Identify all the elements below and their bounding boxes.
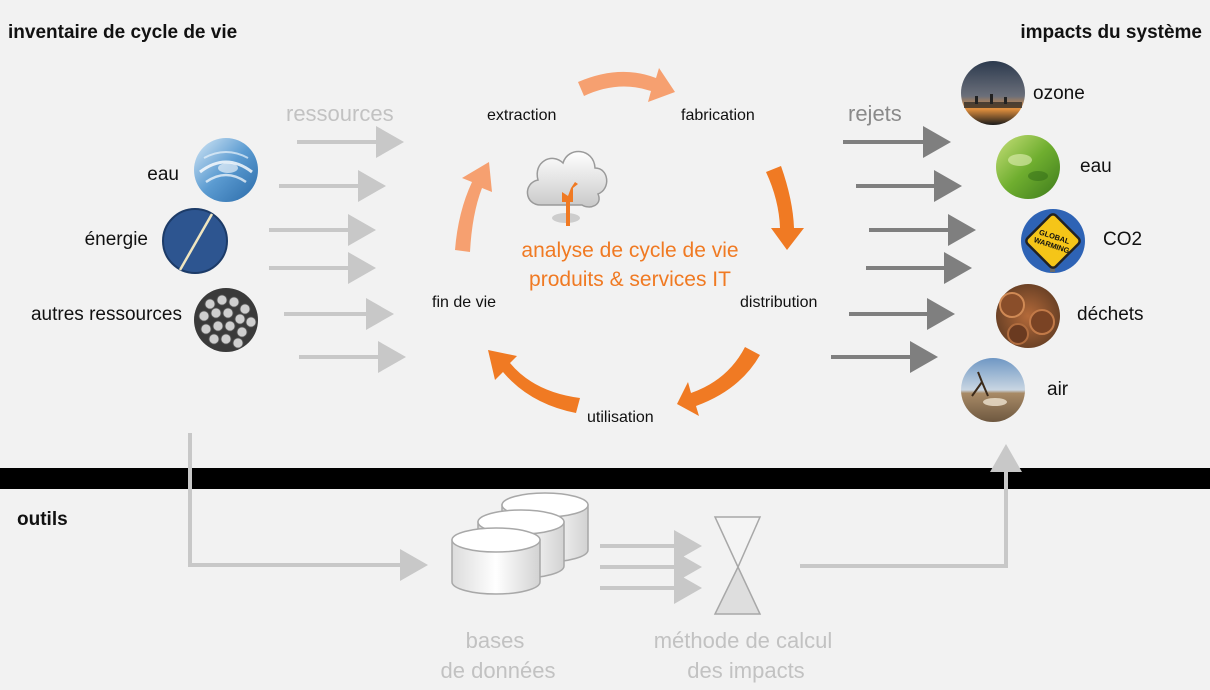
solar-panel-icon [162, 208, 228, 274]
method-to-impacts-connector [800, 444, 1022, 568]
arrow-extraction-to-fabrication [578, 68, 675, 102]
impact-label-ozone: ozone [1033, 83, 1085, 104]
arrow-fabrication-to-distribution [766, 166, 804, 250]
global-warming-sign-icon: GLOBAL WARMING [1021, 209, 1085, 273]
method-label-line1: méthode de calcul [654, 628, 833, 653]
impact-label-waste: déchets [1077, 304, 1144, 325]
arrow-end-of-life-to-extraction [455, 162, 492, 252]
center-title-line1: analyse de cycle de vie [521, 239, 738, 262]
databases-label-line1: bases [466, 628, 525, 653]
air-landscape-icon [961, 358, 1025, 422]
stage-extraction: extraction [487, 107, 556, 124]
release-arrows [831, 126, 976, 373]
impact-label-water: eau [1080, 156, 1112, 177]
lifecycle-arrows [455, 68, 804, 416]
resource-arrows [269, 126, 406, 373]
database-cylinders-icon [451, 492, 589, 595]
databases-label-line2: de données [441, 658, 556, 683]
stage-utilisation: utilisation [587, 409, 654, 426]
inventory-to-database-connector [188, 433, 428, 581]
releases-flow-label: rejets [848, 101, 902, 126]
separator-band [0, 468, 1210, 489]
arrow-utilisation-to-end-of-life [488, 350, 580, 413]
heading-tools: outils [17, 509, 68, 530]
tools-connectors [188, 433, 1022, 604]
heading-inventory: inventaire de cycle de vie [8, 22, 237, 43]
ozone-sky-icon [961, 61, 1025, 125]
arrow-distribution-to-utilisation [677, 347, 760, 416]
stage-fabrication: fabrication [681, 107, 755, 124]
impact-label-air: air [1047, 379, 1069, 400]
resource-label-water: eau [147, 164, 179, 185]
resources-flow-label: ressources [286, 101, 394, 126]
resource-label-other: autres ressources [31, 304, 182, 325]
rusty-barrels-icon [996, 284, 1060, 348]
resource-label-energy: énergie [85, 229, 148, 250]
water-swirl-icon [194, 138, 258, 202]
stage-end-of-life: fin de vie [432, 294, 496, 311]
hourglass-icon [713, 516, 762, 615]
heading-impacts: impacts du système [1020, 22, 1202, 43]
polluted-water-icon [996, 135, 1060, 199]
cloud-tree-icon [526, 150, 608, 226]
method-label-line2: des impacts [687, 658, 804, 683]
center-title-line2: produits & services IT [529, 268, 731, 291]
impact-label-co2: CO2 [1103, 229, 1142, 250]
stage-distribution: distribution [740, 294, 817, 311]
metal-rods-icon [194, 288, 258, 352]
